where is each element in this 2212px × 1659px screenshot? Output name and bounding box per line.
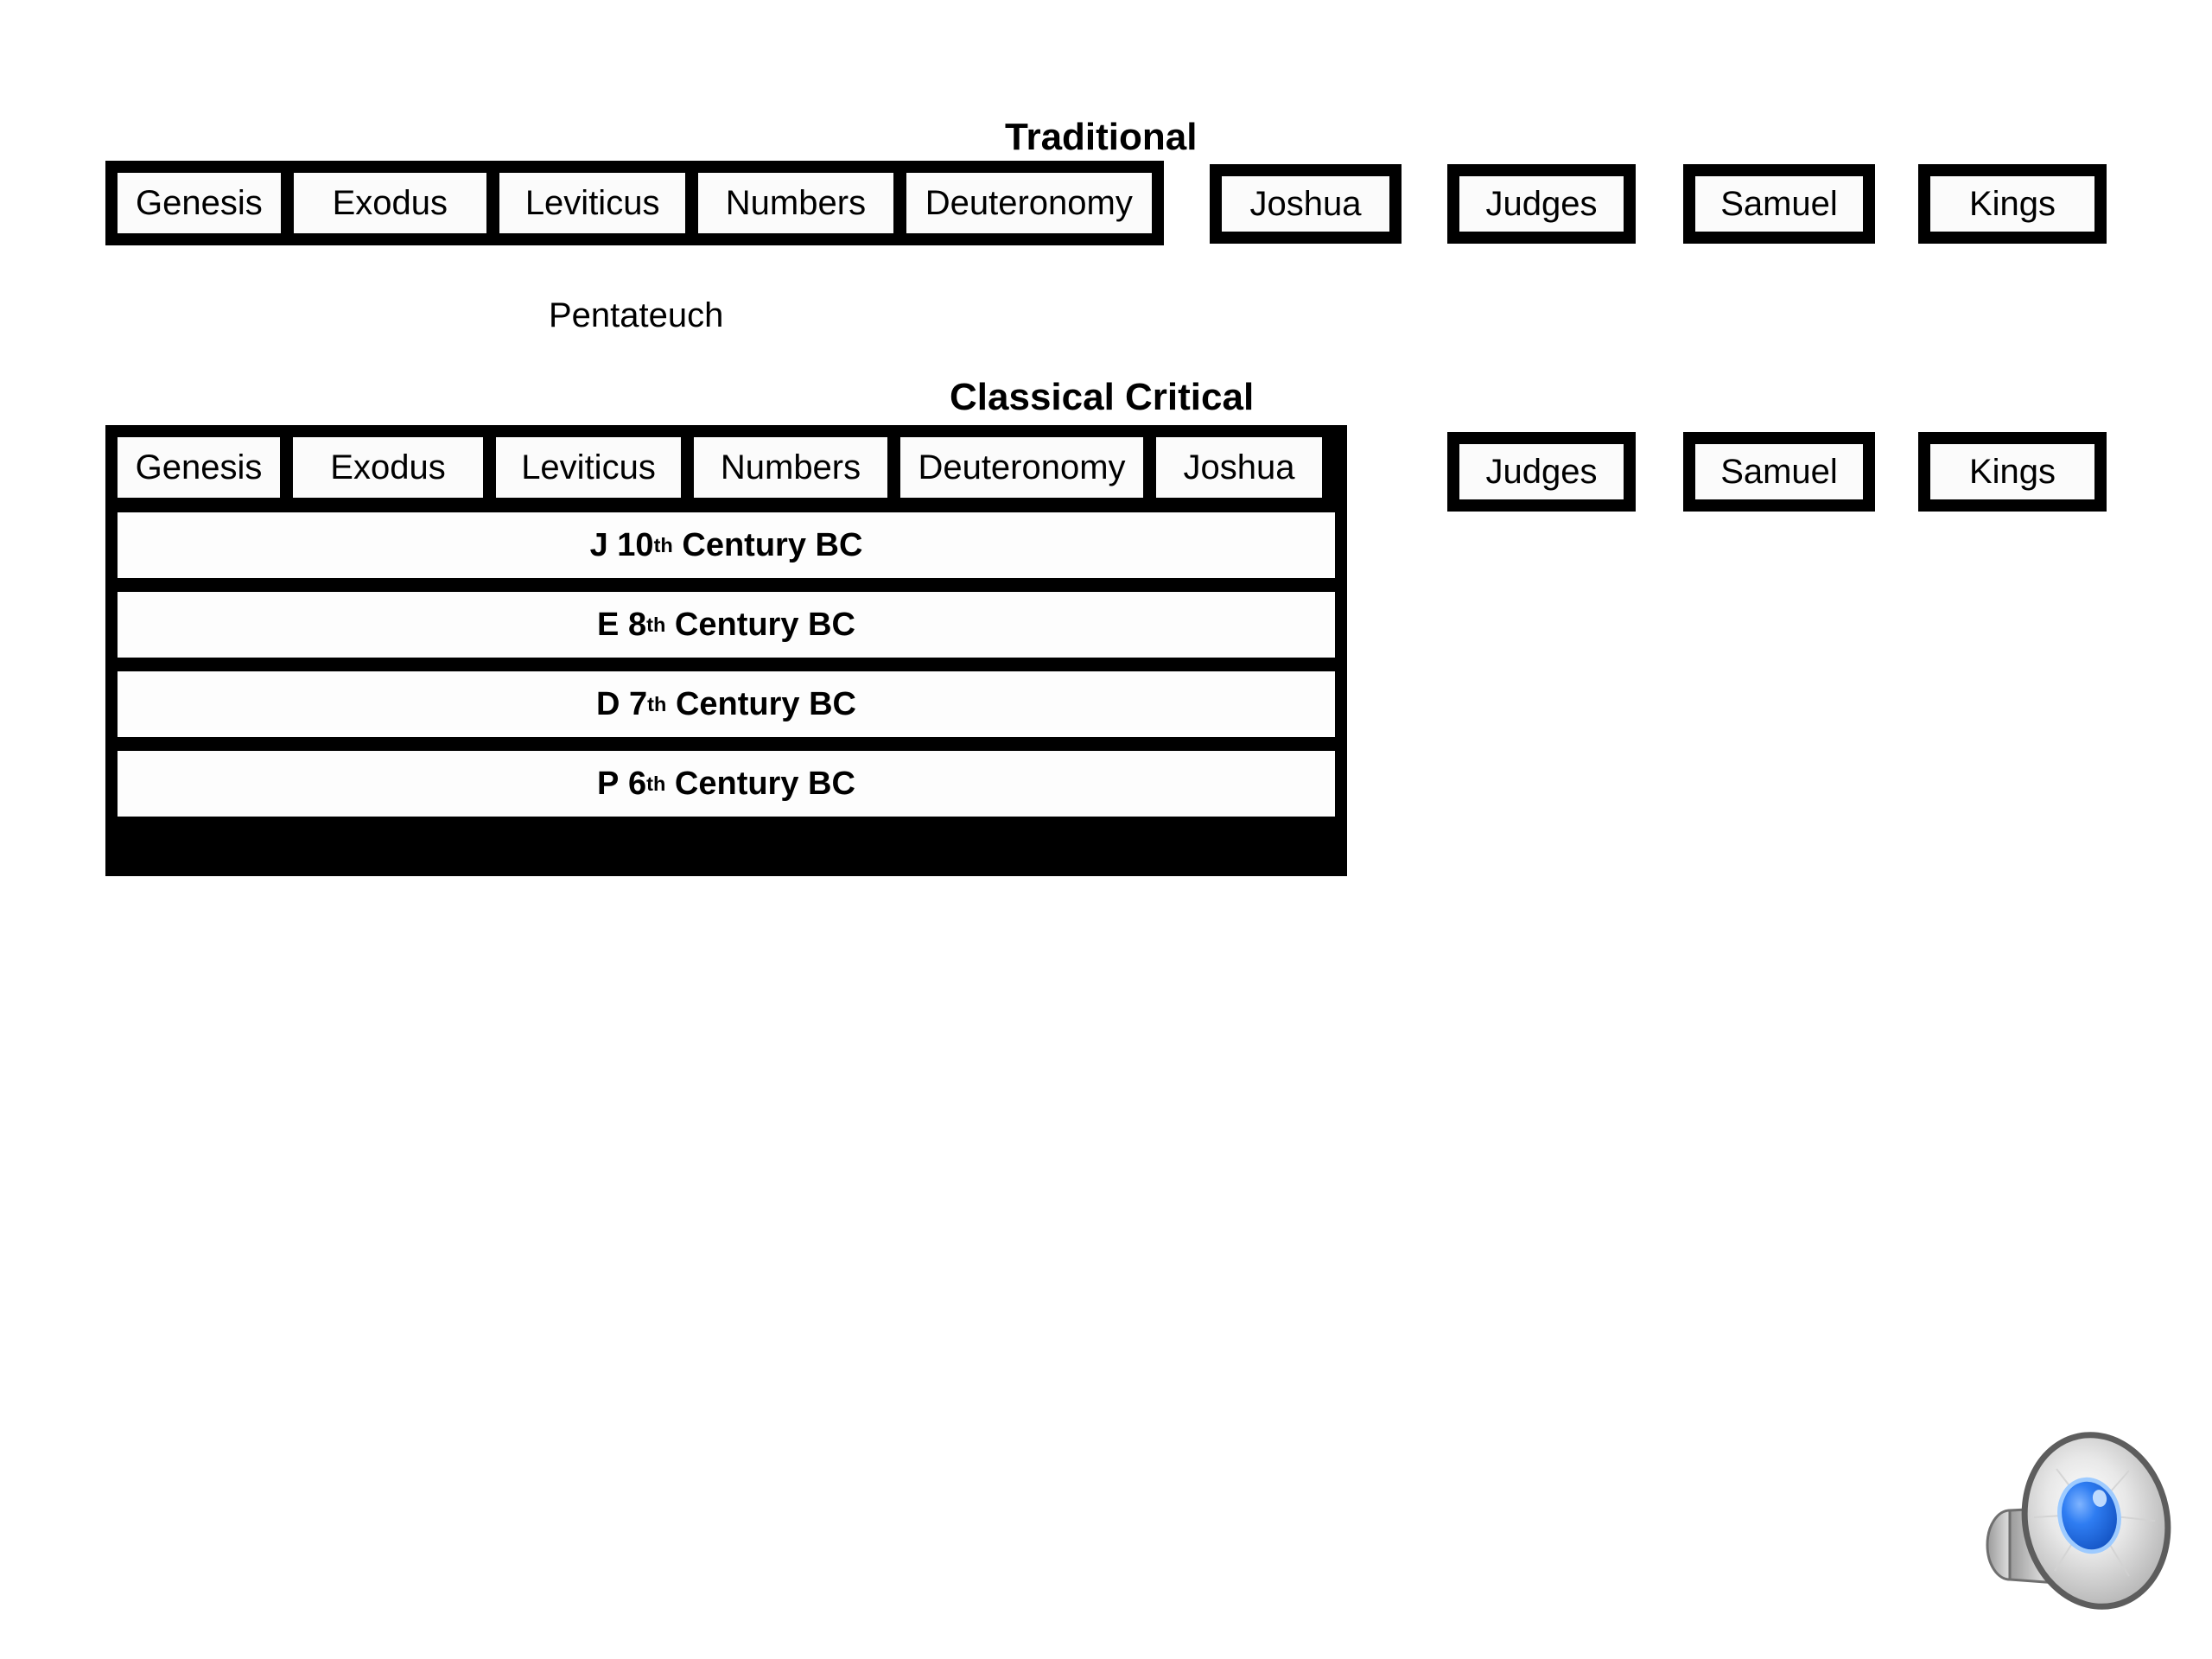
book-cell-kings: Kings bbox=[1929, 175, 2096, 233]
standalone-box-kings-traditional[interactable]: Kings bbox=[1918, 164, 2107, 244]
source-bar-e-tail: Century BC bbox=[674, 607, 855, 643]
traditional-section-title: Traditional bbox=[1005, 116, 1198, 158]
traditional-pentateuch-group: Genesis Exodus Leviticus Numbers Deutero… bbox=[105, 161, 1164, 245]
standalone-box-samuel-traditional[interactable]: Samuel bbox=[1683, 164, 1875, 244]
book-cell-exodus[interactable]: Exodus bbox=[291, 171, 488, 235]
book-cell-leviticus-cc[interactable]: Leviticus bbox=[494, 435, 683, 499]
source-bar-d-letter: D bbox=[596, 686, 620, 722]
book-cell-joshua: Joshua bbox=[1220, 175, 1391, 233]
book-cell-numbers[interactable]: Numbers bbox=[696, 171, 895, 235]
book-cell-genesis-cc[interactable]: Genesis bbox=[116, 435, 282, 499]
book-cell-joshua-cc[interactable]: Joshua bbox=[1154, 435, 1324, 499]
source-bar-p-tail: Century BC bbox=[674, 766, 855, 802]
source-bar-j-number: 10 bbox=[617, 527, 654, 563]
source-bar-j-letter: J bbox=[589, 527, 608, 563]
classical-book-row: Genesis Exodus Leviticus Numbers Deutero… bbox=[116, 435, 1337, 499]
book-cell-samuel: Samuel bbox=[1694, 175, 1865, 233]
standalone-box-kings-classical[interactable]: Kings bbox=[1918, 432, 2107, 512]
standalone-box-joshua-traditional[interactable]: Joshua bbox=[1210, 164, 1402, 244]
classical-critical-section-title: Classical Critical bbox=[950, 376, 1255, 418]
speaker-dome-shape bbox=[2057, 1477, 2121, 1554]
book-cell-kings-cc: Kings bbox=[1929, 442, 2096, 501]
book-cell-deuteronomy-cc[interactable]: Deuteronomy bbox=[899, 435, 1145, 499]
book-cell-samuel-cc: Samuel bbox=[1694, 442, 1865, 501]
book-cell-genesis[interactable]: Genesis bbox=[116, 171, 283, 235]
book-cell-exodus-cc[interactable]: Exodus bbox=[291, 435, 485, 499]
source-bar-e-number: 8 bbox=[627, 607, 647, 643]
book-cell-judges: Judges bbox=[1458, 175, 1625, 233]
classical-critical-hexateuch-group: Genesis Exodus Leviticus Numbers Deutero… bbox=[105, 425, 1347, 876]
speaker-audio-icon[interactable] bbox=[1977, 1424, 2184, 1623]
source-bar-j-tail: Century BC bbox=[682, 527, 863, 563]
book-cell-numbers-cc[interactable]: Numbers bbox=[692, 435, 889, 499]
source-bar-p-number: 6 bbox=[627, 766, 647, 802]
standalone-box-judges-traditional[interactable]: Judges bbox=[1447, 164, 1636, 244]
pentateuch-caption: Pentateuch bbox=[549, 296, 724, 334]
book-cell-deuteronomy[interactable]: Deuteronomy bbox=[904, 171, 1154, 235]
book-cell-judges-cc: Judges bbox=[1458, 442, 1625, 501]
book-cell-leviticus[interactable]: Leviticus bbox=[497, 171, 688, 235]
source-bar-p-letter: P bbox=[597, 766, 620, 802]
source-bar-d-number: 7 bbox=[629, 686, 648, 722]
traditional-book-row: Genesis Exodus Leviticus Numbers Deutero… bbox=[116, 171, 1154, 235]
source-bar-d-tail: Century BC bbox=[675, 686, 856, 722]
standalone-box-judges-classical[interactable]: Judges bbox=[1447, 432, 1636, 512]
source-bar-e-letter: E bbox=[597, 607, 620, 643]
standalone-box-samuel-classical[interactable]: Samuel bbox=[1683, 432, 1875, 512]
